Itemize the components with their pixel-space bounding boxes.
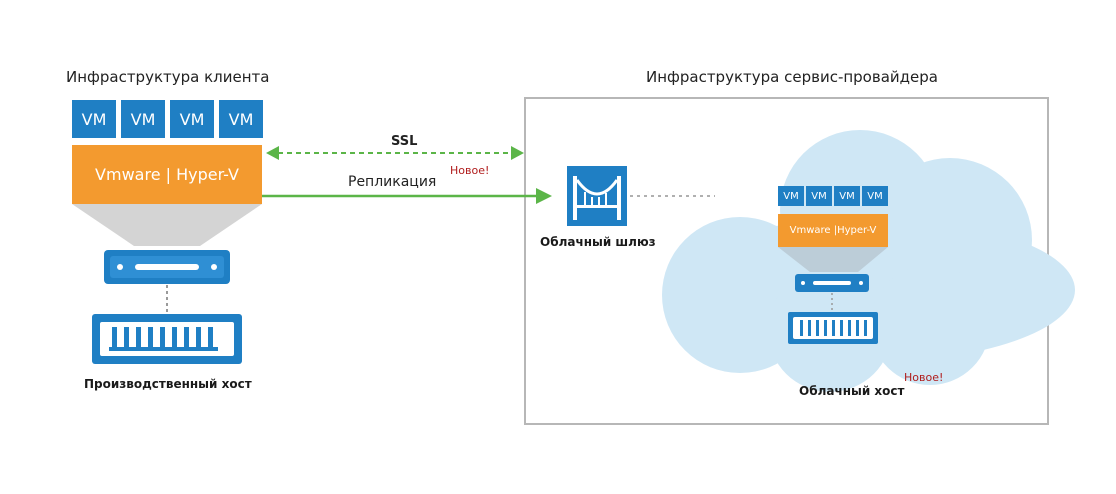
client-vm-2: VM xyxy=(121,100,165,138)
client-server-icon xyxy=(104,250,230,284)
replication-link-arrow xyxy=(262,188,552,204)
cloud-vm-1: VM xyxy=(778,186,804,206)
cloud-vm-3: VM xyxy=(834,186,860,206)
client-storage-icon xyxy=(92,314,242,364)
client-vm-4: VM xyxy=(219,100,263,138)
production-host-label: Производственный хост xyxy=(84,377,252,391)
provider-infrastructure-title: Инфраструктура сервис-провайдера xyxy=(646,68,938,86)
client-vm-3: VM xyxy=(170,100,214,138)
ssl-link-arrow xyxy=(266,146,524,160)
cloud-gateway-label: Облачный шлюз xyxy=(540,235,656,249)
client-vm-1: VM xyxy=(72,100,116,138)
cloud-vm-2: VM xyxy=(806,186,832,206)
replication-new-badge: Новое! xyxy=(450,164,490,177)
cloud-hypervisor: Vmware |Hyper-V xyxy=(778,214,888,247)
cloud-host-label: Облачный хост xyxy=(799,384,905,398)
client-infrastructure-title: Инфраструктура клиента xyxy=(66,68,270,86)
replication-label: Репликация xyxy=(348,174,437,190)
cloud-host-new-badge: Новое! xyxy=(904,371,944,384)
client-hypervisor: Vmware | Hyper-V xyxy=(72,145,262,204)
cloud-server-icon xyxy=(795,274,869,292)
cloud-storage-icon xyxy=(788,312,878,344)
client-funnel-shape xyxy=(72,204,262,246)
cloud-vm-4: VM xyxy=(862,186,888,206)
cloud-gateway-icon xyxy=(567,166,627,226)
cloud-funnel-shape xyxy=(778,247,888,272)
ssl-label: SSL xyxy=(391,134,418,149)
